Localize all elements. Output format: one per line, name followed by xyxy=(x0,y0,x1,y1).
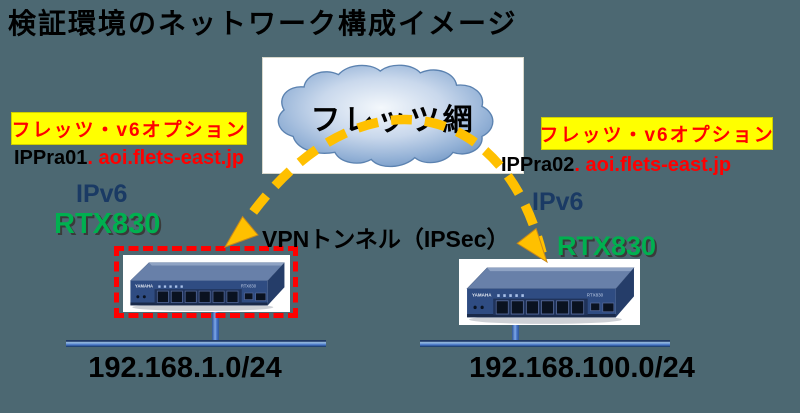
lan-drop-line-left xyxy=(212,300,219,347)
router-model-label-right: RTX830 xyxy=(557,231,657,261)
domain-left: . aoi.flets-east.jp xyxy=(87,147,245,169)
protocol-label-left: IPv6 xyxy=(76,180,128,208)
microsd-slot xyxy=(590,302,601,312)
lan-port xyxy=(184,290,197,303)
wan-port xyxy=(226,290,239,303)
lan-segment-line-left xyxy=(66,340,326,347)
router-brand-text: YAMAHA xyxy=(135,283,153,288)
usb-port xyxy=(602,302,615,313)
lan-port xyxy=(556,300,570,315)
v6-option-label-right: フレッツ・v6オプション xyxy=(539,125,775,146)
wan-port xyxy=(571,300,585,315)
lan-port xyxy=(510,300,524,315)
router-face-model-text: RTX830 xyxy=(241,283,257,288)
usb-port xyxy=(255,292,267,301)
fqdn-right: IPPra02. aoi.flets-east.jp xyxy=(501,154,731,177)
domain-right: . aoi.flets-east.jp xyxy=(574,154,732,176)
v6-option-badge-left: フレッツ・v6オプション xyxy=(11,112,247,145)
lan-port xyxy=(156,290,169,303)
router-image-right: YAMAHA RTX830 xyxy=(459,259,640,325)
router-brand-text: YAMAHA xyxy=(472,292,492,298)
flets-network-box: フレッツ網 xyxy=(262,57,524,174)
v6-option-label-left: フレッツ・v6オプション xyxy=(11,120,247,141)
lan-port xyxy=(525,300,539,315)
lan-drop-line-right xyxy=(512,315,519,347)
v6-option-badge-right: フレッツ・v6オプション xyxy=(539,117,775,150)
router-face-model-text: RTX830 xyxy=(587,292,604,298)
lan-port xyxy=(541,300,554,315)
lan-port xyxy=(495,300,509,315)
router-image-left: YAMAHA RTX830 xyxy=(123,255,290,312)
protocol-label-right: IPv6 xyxy=(532,188,584,216)
microsd-slot xyxy=(244,292,254,300)
cloud-label: フレッツ網 xyxy=(310,104,476,137)
page-title: 検証環境のネットワーク構成イメージ xyxy=(8,8,518,39)
subnet-label-left: 192.168.1.0/24 xyxy=(88,352,282,384)
highlight-box-left-router xyxy=(114,246,298,318)
hostname-right: IPPra02 xyxy=(501,154,575,176)
hostname-left: IPPra01 xyxy=(14,147,88,169)
vpn-tunnel-label: VPNトンネル（IPSec） xyxy=(262,226,510,252)
subnet-label-right: 192.168.100.0/24 xyxy=(469,352,695,384)
fqdn-left: IPPra01. aoi.flets-east.jp xyxy=(14,147,244,170)
lan-port xyxy=(198,290,211,303)
lan-port xyxy=(170,290,183,303)
lan-segment-line-right xyxy=(420,340,670,347)
router-model-label-left: RTX830 xyxy=(54,208,161,240)
lan-port xyxy=(212,290,225,303)
